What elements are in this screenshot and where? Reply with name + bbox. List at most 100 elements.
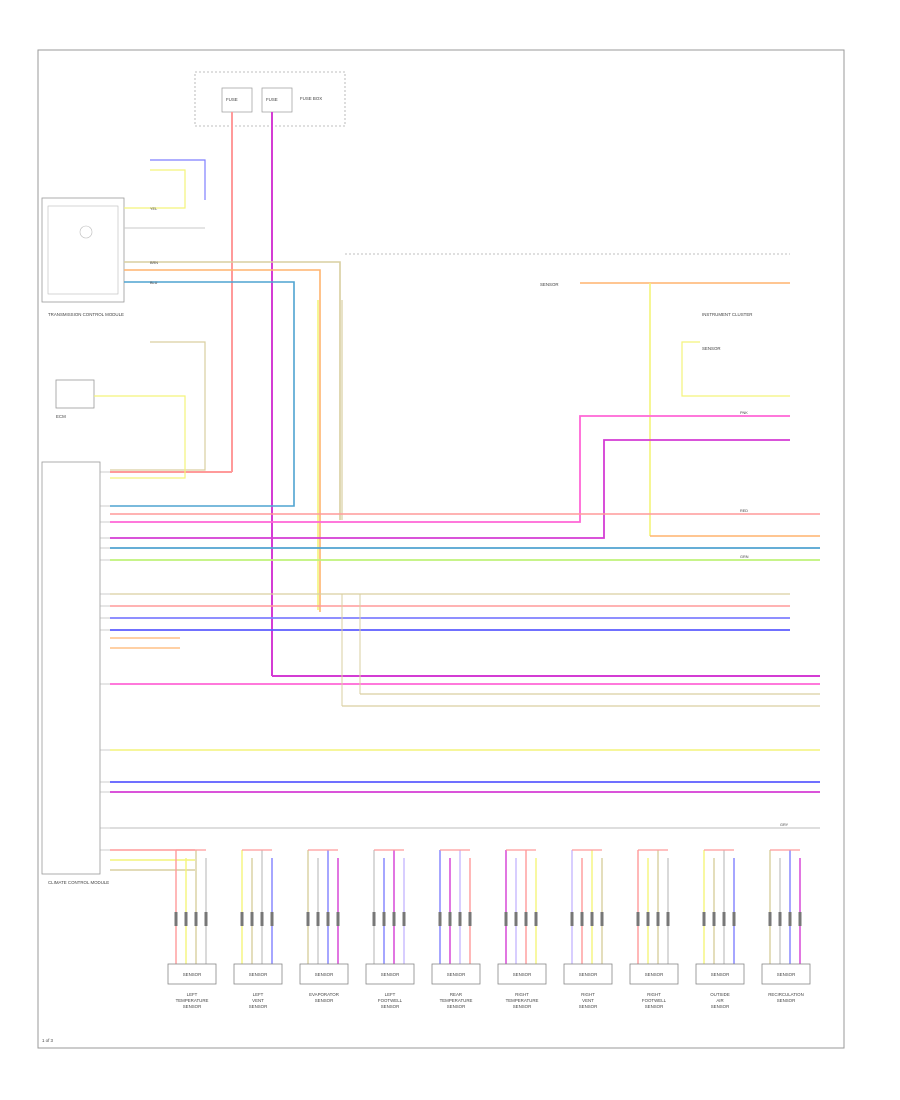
- sensor-caption: SENSOR: [645, 1004, 664, 1009]
- sensor-caption: SENSOR: [447, 1004, 466, 1009]
- sensor-box: [167, 963, 217, 985]
- sensor-caption: FOOTWELL: [378, 998, 403, 1003]
- connector-pin: [580, 912, 584, 926]
- transmission-module: [41, 197, 125, 303]
- connector-pin: [306, 912, 310, 926]
- diagram-frame: [37, 49, 845, 1049]
- fuse-b-label: FUSE: [266, 97, 278, 102]
- sensor-box-label: SENSOR: [645, 972, 664, 977]
- sensor-caption: REAR: [450, 992, 462, 997]
- sensor-box: [629, 963, 679, 985]
- wire-label-gry: GRY: [780, 823, 789, 827]
- sensor-caption: VENT: [252, 998, 264, 1003]
- connector-pin: [798, 912, 802, 926]
- sensor-caption: LEFT: [385, 992, 396, 997]
- wire-blue-top: [150, 159, 206, 200]
- wire-label-red: RED: [740, 509, 748, 513]
- connector-pin: [656, 912, 660, 926]
- sensor-caption: EVAPORATOR: [309, 992, 339, 997]
- connector-pin: [392, 912, 396, 926]
- fuse-box: FUSE FUSE FUSE BOX: [194, 71, 346, 127]
- connector-pin: [458, 912, 462, 926]
- sensor-caption: SENSOR: [249, 1004, 268, 1009]
- transmission-module-label: TRANSMISSION CONTROL MODULE: [48, 312, 124, 317]
- connector-pin: [768, 912, 772, 926]
- sensor-box-label: SENSOR: [711, 972, 730, 977]
- sensor-caption: RIGHT: [647, 992, 661, 997]
- sensor-box-label: SENSOR: [315, 972, 334, 977]
- sensor-caption: TEMPERATURE: [506, 998, 539, 1003]
- connector-pin: [326, 912, 330, 926]
- sensor-caption: VENT: [582, 998, 594, 1003]
- connector-pin: [732, 912, 736, 926]
- connector-pin: [590, 912, 594, 926]
- wire-label-blu: BLU: [150, 281, 158, 285]
- main-control-module: [41, 461, 101, 875]
- wire-ecm-b: [94, 395, 186, 479]
- sensor-caption: SENSOR: [711, 1004, 730, 1009]
- sensor-caption: OUTSIDE: [710, 992, 730, 997]
- sensor-1-label: SENSOR: [540, 282, 559, 287]
- sensor-box-label: SENSOR: [579, 972, 598, 977]
- fuse-a-label: FUSE: [226, 97, 238, 102]
- sensor-caption: AIR: [716, 998, 723, 1003]
- connector-pin: [194, 912, 198, 926]
- ecm-label: ECM: [56, 414, 66, 419]
- sensor-caption: TEMPERATURE: [440, 998, 473, 1003]
- sensor-row: SENSORLEFTTEMPERATURESENSORSENSORLEFTVEN…: [167, 849, 811, 1009]
- sensor-2-label: SENSOR: [702, 346, 721, 351]
- sensor-box: [431, 963, 481, 985]
- connector-pin: [184, 912, 188, 926]
- connector-pin: [712, 912, 716, 926]
- sensor-caption: SENSOR: [381, 1004, 400, 1009]
- wire-label-brn: BRN: [150, 261, 158, 265]
- main-module-label: CLIMATE CONTROL MODULE: [48, 880, 109, 885]
- connector-pin: [788, 912, 792, 926]
- connector-pin: [240, 912, 244, 926]
- ecm-box: [55, 379, 95, 409]
- instrument-cluster-label: INSTRUMENT CLUSTER: [702, 312, 752, 317]
- connector-pin: [504, 912, 508, 926]
- sensor-caption: LEFT: [253, 992, 264, 997]
- connector-pin: [722, 912, 726, 926]
- connector-pin: [402, 912, 406, 926]
- connector-pin: [524, 912, 528, 926]
- sensor-caption: SENSOR: [183, 1004, 202, 1009]
- module-pins: [100, 471, 110, 851]
- sensor-caption: FOOTWELL: [642, 998, 667, 1003]
- sensor-box: [497, 963, 547, 985]
- wire-yellow-top: [124, 169, 186, 209]
- sensor-caption: RIGHT: [581, 992, 595, 997]
- connector-pin: [316, 912, 320, 926]
- sensor-box: [233, 963, 283, 985]
- connector-pin: [250, 912, 254, 926]
- sensor-caption: SENSOR: [579, 1004, 598, 1009]
- wire-label-grn: GRN: [740, 555, 749, 559]
- connector-pin: [336, 912, 340, 926]
- connector-pin: [448, 912, 452, 926]
- wire-tan-1: [124, 261, 341, 520]
- connector-pin: [468, 912, 472, 926]
- sensor-box-label: SENSOR: [513, 972, 532, 977]
- fuse-box-label: FUSE BOX: [300, 96, 322, 101]
- connector-pin: [204, 912, 208, 926]
- sensor-caption: TEMPERATURE: [176, 998, 209, 1003]
- wire-yellow-sub: [681, 341, 790, 397]
- sensor-box-label: SENSOR: [381, 972, 400, 977]
- connector-pin: [600, 912, 604, 926]
- sensor-box: [563, 963, 613, 985]
- connector-pin: [702, 912, 706, 926]
- connector-pin: [646, 912, 650, 926]
- sensor-box-label: SENSOR: [777, 972, 796, 977]
- connector-pin: [260, 912, 264, 926]
- connector-pin: [778, 912, 782, 926]
- sensor-caption: RIGHT: [515, 992, 529, 997]
